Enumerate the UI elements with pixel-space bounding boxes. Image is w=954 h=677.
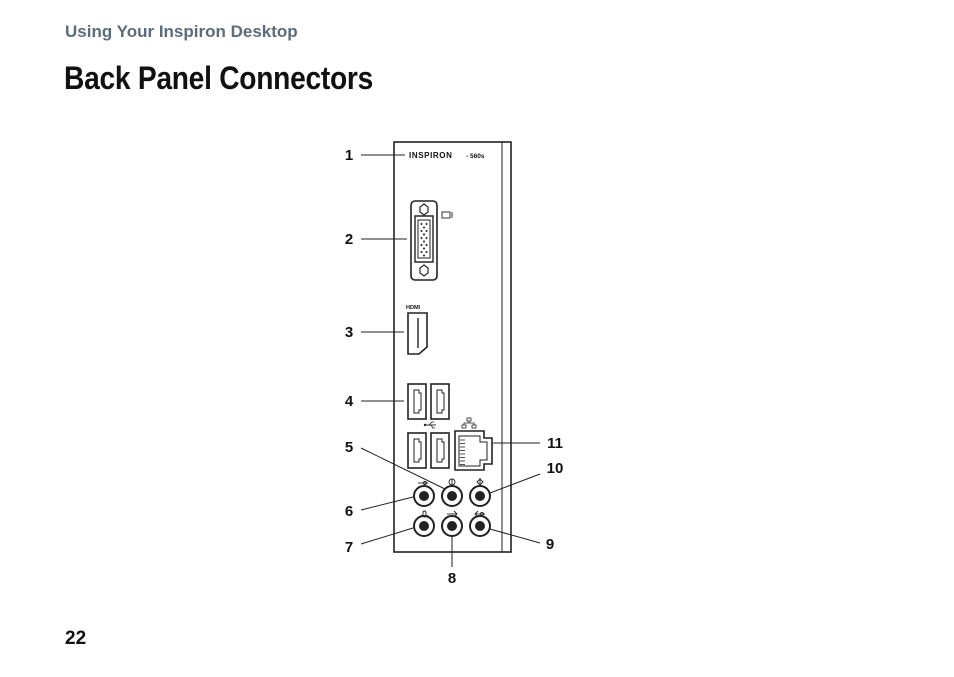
brand-label: INSPIRON - 560s <box>409 151 485 160</box>
line-in-icon <box>418 481 428 485</box>
usb-port-bottom-left <box>407 432 427 469</box>
network-port <box>454 430 493 471</box>
audio-jack-line-in <box>413 485 435 507</box>
vga-pins <box>420 223 428 257</box>
usb-icon <box>423 421 436 429</box>
callout-5: 5 <box>345 439 353 456</box>
brand-text: INSPIRON <box>409 151 452 160</box>
callout-11: 11 <box>547 435 563 452</box>
callout-10: 10 <box>547 460 564 477</box>
model-text: - 560s <box>466 153 485 160</box>
hdmi-connector: HDMI <box>406 305 428 355</box>
callout-7: 7 <box>345 539 353 556</box>
network-port-contacts <box>460 439 465 465</box>
audio-jack-center-sub <box>469 485 491 507</box>
surround-icon <box>448 478 456 486</box>
running-header: Using Your Inspiron Desktop <box>65 22 298 41</box>
page-title: Back Panel Connectors <box>64 60 374 96</box>
page-number: 22 <box>65 628 87 649</box>
callout-1: 1 <box>345 147 353 164</box>
callout-4: 4 <box>345 393 354 410</box>
audio-jack-side-surround <box>469 515 491 537</box>
callout-3: 3 <box>345 324 353 341</box>
callout-8: 8 <box>448 570 456 587</box>
monitor-icon <box>441 211 453 219</box>
hdmi-label: HDMI <box>406 305 421 311</box>
usb-port-bottom-right <box>430 432 450 469</box>
network-icon <box>461 417 477 429</box>
vga-connector <box>410 200 438 281</box>
usb-port-top-right <box>430 383 450 420</box>
leader-lines <box>360 154 541 567</box>
audio-jack-front-lr <box>441 515 463 537</box>
callout-2: 2 <box>345 231 353 248</box>
audio-jack-surround <box>441 485 463 507</box>
usb-port-top-left <box>407 383 427 420</box>
callout-6: 6 <box>345 503 353 520</box>
callout-9: 9 <box>546 536 554 553</box>
audio-jack-microphone <box>413 515 435 537</box>
